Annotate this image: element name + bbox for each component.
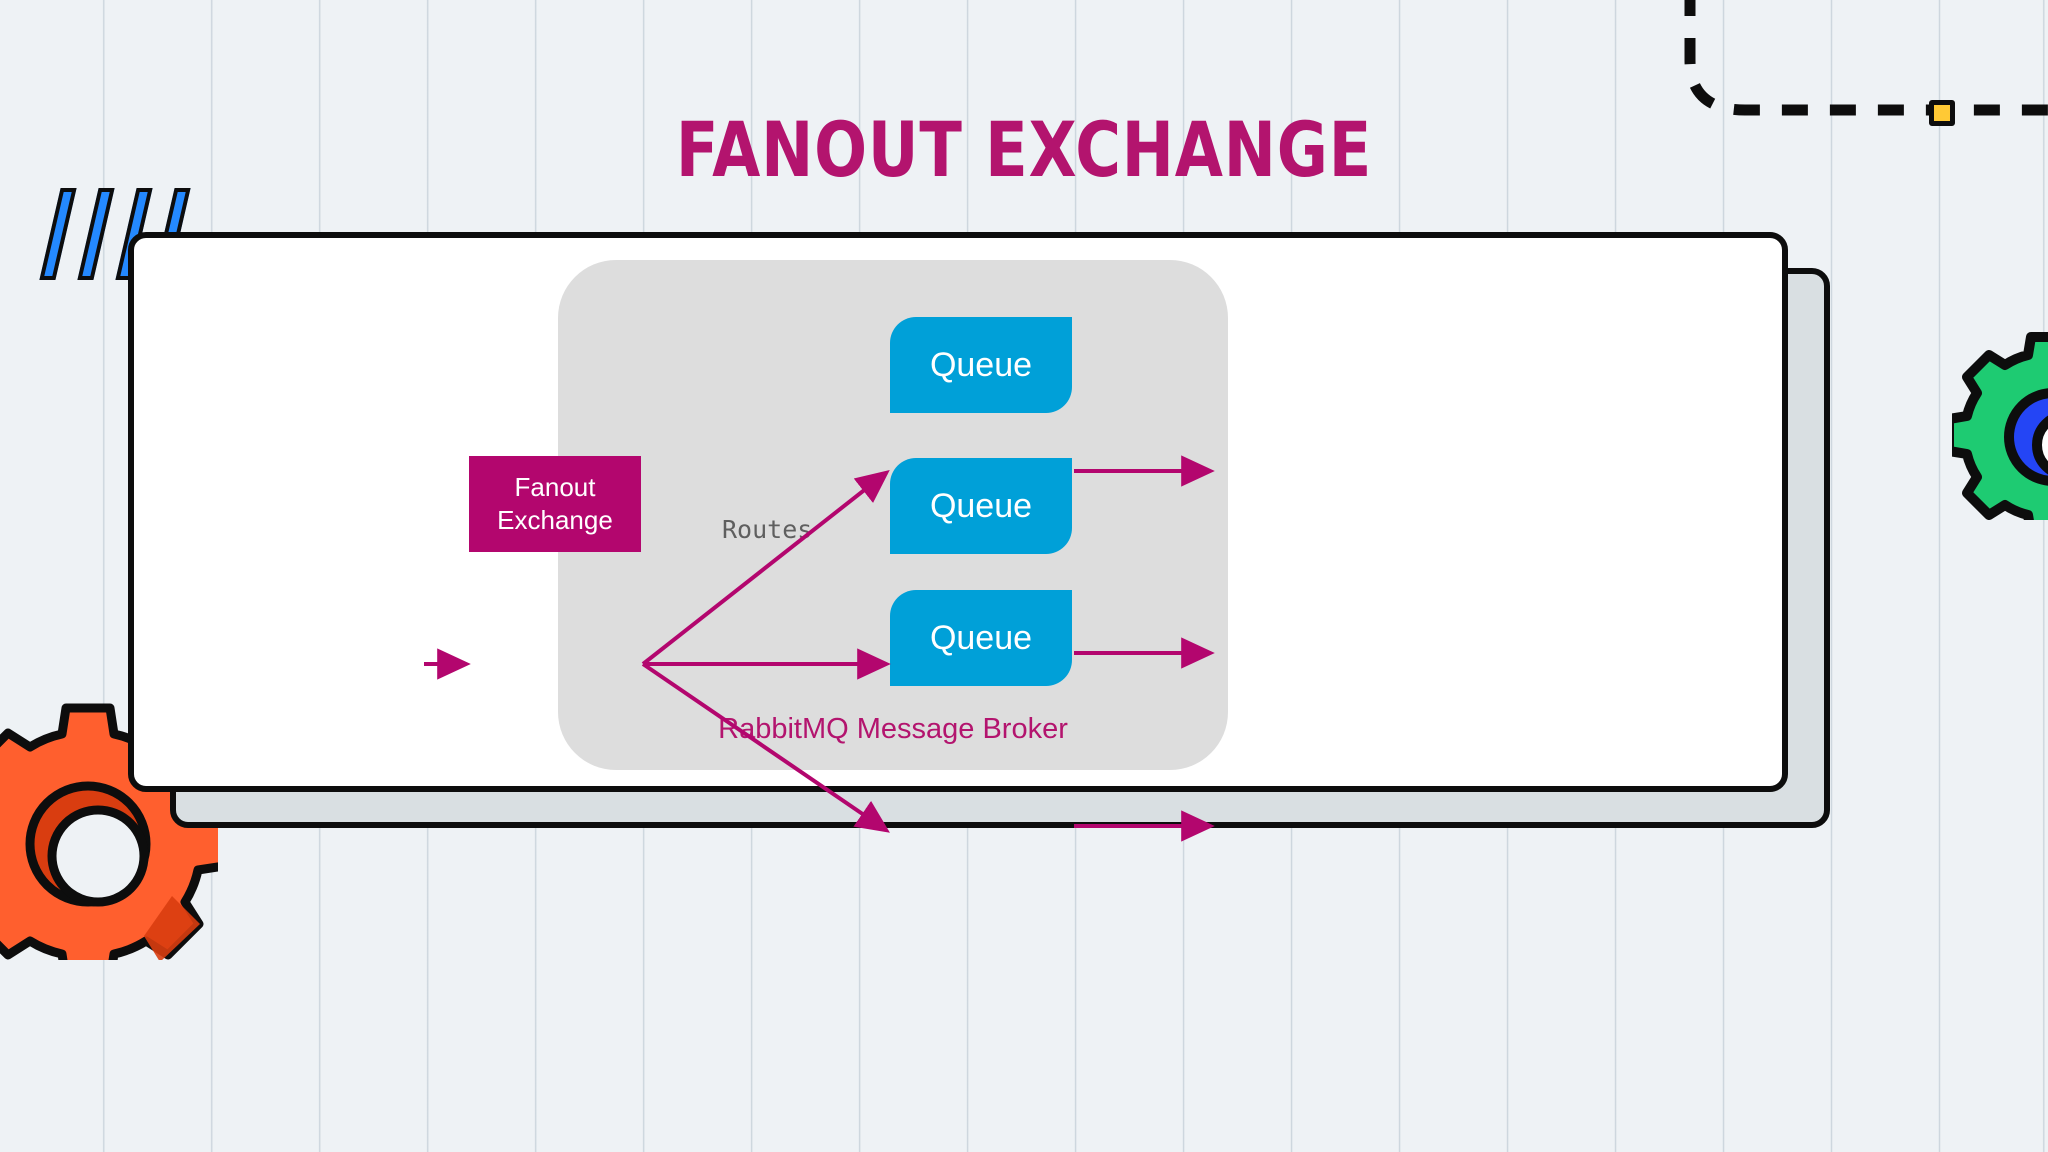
exchange-label-line2: Exchange [497, 505, 613, 535]
green-gear-icon [1952, 332, 2048, 520]
broker-label: RabbitMQ Message Broker [718, 713, 1068, 745]
queue-label: Queue [929, 345, 1033, 384]
fanout-exchange-node[interactable]: Fanout Exchange [469, 456, 641, 552]
page-title: FANOUT EXCHANGE [675, 105, 1373, 194]
routes-edge-label: Routes [722, 515, 813, 544]
queue-label: Queue [929, 486, 1033, 525]
exchange-label-line1: Fanout [514, 471, 596, 502]
queue-node-1[interactable]: Queue [890, 317, 1072, 413]
queue-node-2[interactable]: Queue [890, 458, 1072, 554]
orange-gear-icon [0, 703, 218, 960]
yellow-square-node-icon [1929, 100, 1955, 126]
queue-node-3[interactable]: Queue [890, 590, 1072, 686]
queue-label: Queue [929, 618, 1033, 657]
